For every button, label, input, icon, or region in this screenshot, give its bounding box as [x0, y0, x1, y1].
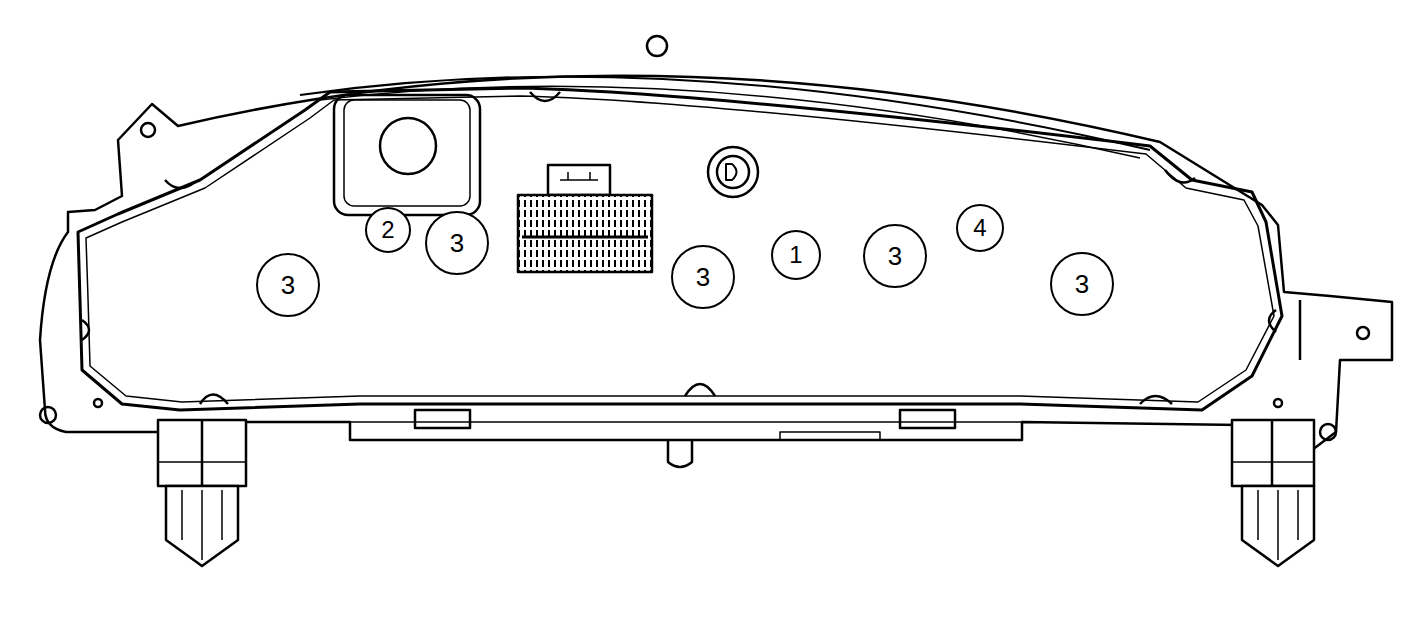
- callout-number: 2: [381, 218, 394, 242]
- callout-circle: 3: [1050, 252, 1114, 316]
- callout-circle: 1: [771, 230, 821, 280]
- callout-number: 3: [696, 264, 710, 290]
- callout-circle: 4: [956, 204, 1004, 252]
- callout-number: 3: [888, 243, 902, 269]
- callout-number: 3: [281, 272, 295, 298]
- callout-circle: 3: [425, 211, 489, 275]
- callout-number: 3: [450, 230, 464, 256]
- callout-circle: 3: [863, 224, 927, 288]
- callout-number: 4: [973, 216, 986, 240]
- callout-circle: 2: [365, 207, 411, 253]
- callout-circle: 3: [256, 253, 320, 317]
- callout-circle: 3: [671, 245, 735, 309]
- callout-number: 1: [789, 243, 802, 267]
- callout-number: 3: [1075, 271, 1089, 297]
